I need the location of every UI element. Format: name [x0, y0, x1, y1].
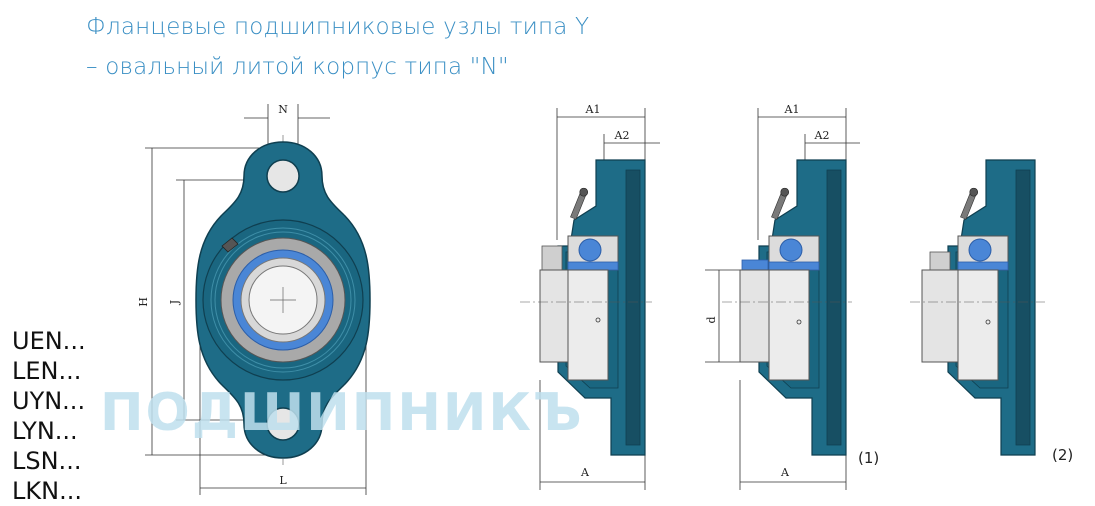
grease-nipple — [221, 237, 239, 253]
dim-label-h: H — [137, 297, 150, 307]
dim-label-a1-v1: A1 — [585, 103, 601, 116]
section-view-1 — [520, 108, 660, 490]
product-code: LSN... — [12, 447, 82, 475]
dim-label-l: L — [279, 474, 287, 487]
product-code-list: UEN... LEN... UYN... LYN... LSN... LKN..… — [12, 326, 86, 506]
product-code: LYN... — [12, 417, 78, 445]
product-code: UYN... — [12, 387, 86, 415]
dim-label-a2-v2: A2 — [814, 129, 830, 142]
dim-label-j: J — [168, 300, 181, 305]
dim-label-a2-v1: A2 — [614, 129, 630, 142]
dim-label-d: d — [705, 316, 718, 323]
dim-label-n: N — [278, 103, 288, 116]
watermark-text: ПОДШИПНИКЪ — [100, 383, 584, 443]
front-view — [145, 104, 371, 495]
section-view-3 — [910, 159, 1045, 456]
dim-label-a1-v2: A1 — [784, 103, 800, 116]
dim-label-a-v1: A — [580, 466, 590, 479]
variant-label-2: (2) — [1052, 446, 1073, 464]
product-code: UEN... — [12, 327, 86, 355]
bolt-hole-bottom — [266, 407, 300, 441]
title-line-1: Фланцевые подшипниковые узлы типа Y — [86, 14, 590, 40]
title-line-2: – овальный литой корпус типа "N" — [86, 54, 509, 80]
product-code: LEN... — [12, 357, 82, 385]
section-view-2 — [705, 108, 860, 490]
bolt-hole-top — [266, 159, 300, 193]
product-code: LKN... — [12, 477, 82, 505]
variant-label-1: (1) — [858, 449, 879, 467]
dim-label-a-v2: A — [780, 466, 790, 479]
